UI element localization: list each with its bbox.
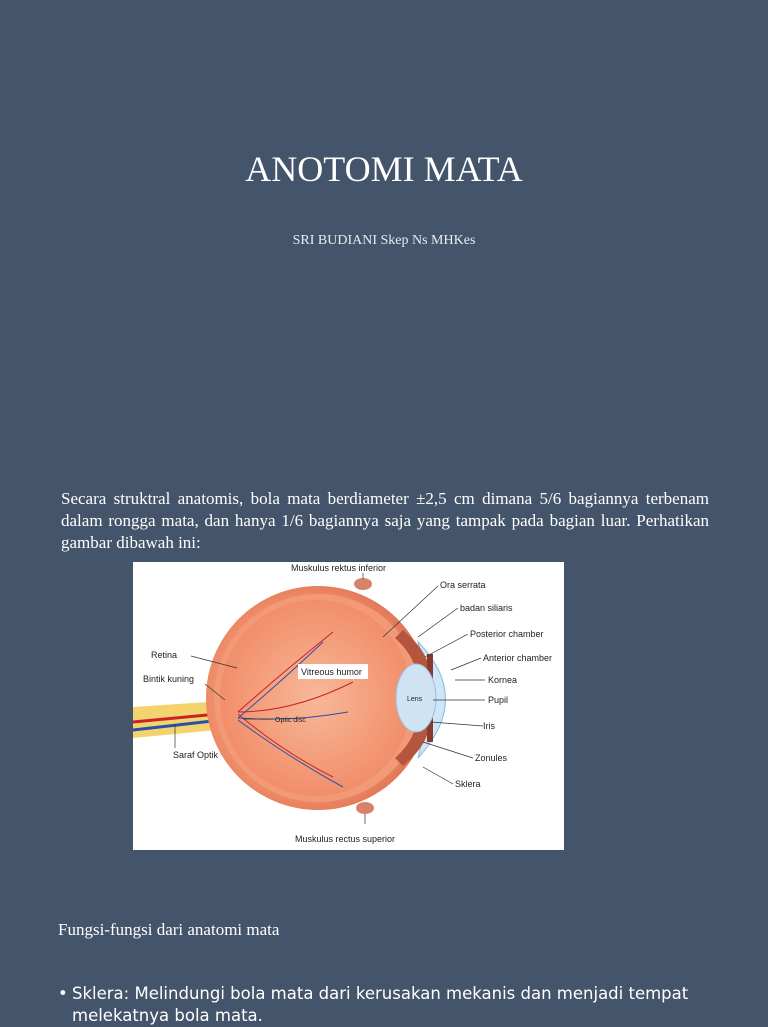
list-item-text: Sklera: Melindungi bola mata dari kerusa… [72,984,689,1025]
label-kornea: Kornea [488,675,517,685]
label-iris: Iris [483,721,495,731]
label-ora-serrata: Ora serrata [440,580,486,590]
vitreous-label-box [298,664,368,679]
label-pupil: Pupil [488,695,508,705]
label-saraf-optik: Saraf Optik [173,750,219,760]
superior-muscle-shape [354,578,372,590]
lens-label: Lens [407,696,423,703]
iris-upper-shape [427,654,433,680]
list-item: • Sklera: Melindungi bola mata dari keru… [58,983,708,1027]
bullet-icon: • [58,984,68,1003]
iris-lower-shape [427,716,433,742]
ciliary-body-shape [395,630,429,674]
eye-anatomy-svg: Lens Vitreous humor [133,563,552,844]
label-muskulus-rectus-superior: Muskulus rectus superior [295,834,395,844]
label-anterior-chamber: Anterior chamber [483,653,552,663]
ciliary-body-lower-shape [395,722,429,766]
lens-shape [395,663,437,733]
label-badan-siliaris: badan siliaris [460,603,513,613]
eye-anatomy-diagram: Lens Vitreous humor [133,562,564,850]
label-bintik-kuning: Bintik kuning [143,674,194,684]
label-zonules: Zonules [475,753,508,763]
inferior-muscle-shape [356,802,374,814]
functions-list: • Sklera: Melindungi bola mata dari keru… [58,983,708,1027]
label-muskulus-rektus-inferior: Muskulus rektus inferior [291,563,386,573]
leader-lines [174,573,485,824]
label-optic-disc: Optic disc [275,717,306,724]
label-retina: Retina [151,650,177,660]
vitreous-label: Vitreous humor [301,667,362,677]
functions-heading: Fungsi-fungsi dari anatomi mata [58,920,280,939]
slide-title: ANOTOMI MATA [245,149,523,189]
intro-paragraph: Secara struktral anatomis, bola mata ber… [61,489,709,552]
label-posterior-chamber: Posterior chamber [470,629,544,639]
label-sklera: Sklera [455,779,481,789]
slide-subtitle: SRI BUDIANI Skep Ns MHKes [292,233,476,248]
